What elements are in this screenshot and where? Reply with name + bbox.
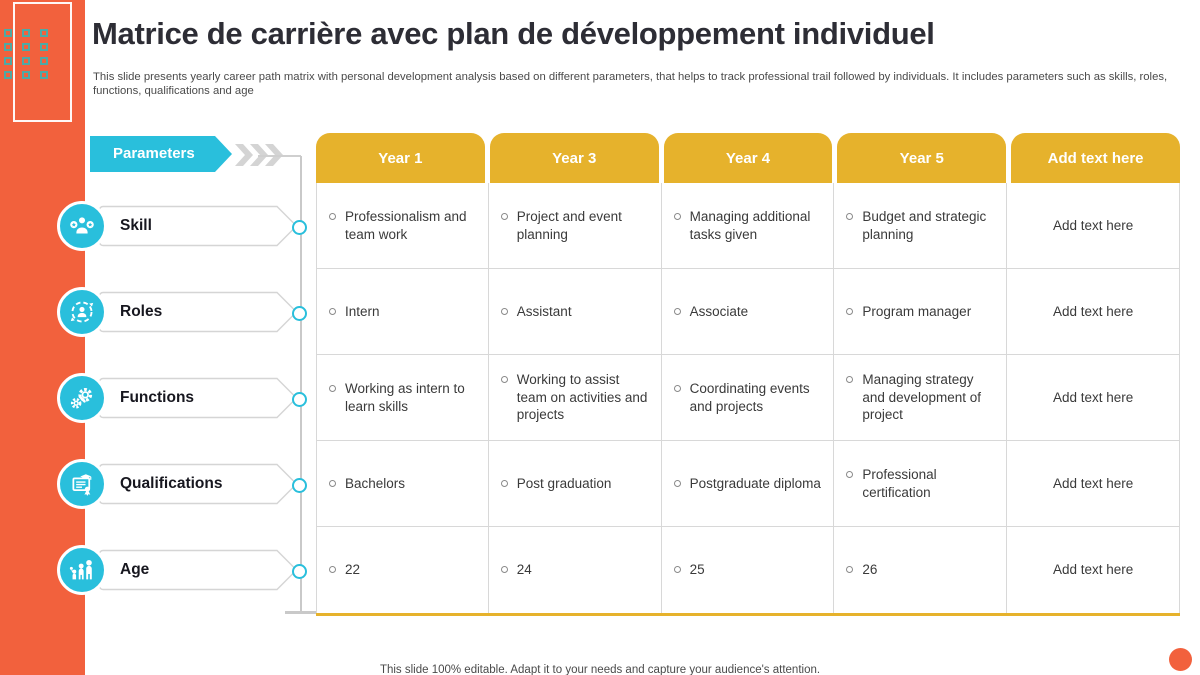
bullet-circle-icon xyxy=(329,566,336,574)
bullet-circle-icon xyxy=(846,566,854,574)
connector-node-icon xyxy=(292,306,307,321)
matrix-cell-qualifications-y1: Bachelors xyxy=(316,441,489,527)
matrix-cell-roles-y5: Program manager xyxy=(834,269,1008,355)
connector-horizontal-line xyxy=(258,155,301,157)
column-header-year5: Year 5 xyxy=(837,133,1007,183)
matrix-cell-functions-y1: Working as intern to learn skills xyxy=(316,355,489,441)
bullet-circle-icon xyxy=(500,479,508,487)
bullet-circle-icon xyxy=(500,376,508,384)
matrix-cell-functions-y5: Managing strategy and development of pro… xyxy=(834,355,1008,441)
matrix-cell-age-y3: 24 xyxy=(489,527,662,613)
functions-icon xyxy=(57,373,107,423)
column-header-year3: Year 3 xyxy=(489,133,659,183)
add-text-placeholder[interactable]: Add text here xyxy=(1007,269,1180,355)
bullet-circle-icon xyxy=(846,212,854,220)
connector-node-icon xyxy=(292,478,307,493)
bullet-circle-icon xyxy=(329,384,336,392)
parameter-item-roles: Roles xyxy=(0,287,312,337)
add-text-placeholder[interactable]: Add text here xyxy=(1007,527,1180,613)
bullet-circle-icon xyxy=(673,384,681,392)
matrix-cell-functions-y4: Coordinating events and projects xyxy=(661,355,835,441)
add-text-placeholder[interactable]: Add text here xyxy=(1007,183,1180,269)
matrix-cell-roles-y3: Assistant xyxy=(488,269,662,355)
matrix-cell-roles-y1: Intern xyxy=(316,269,489,355)
parameter-item-age: Age xyxy=(0,545,312,595)
bullet-circle-icon xyxy=(673,307,681,315)
column-header-placeholder[interactable]: Add text here xyxy=(1011,133,1180,183)
career-matrix-table: Year 1 Year 3 Year 4 Year 5 Add text her… xyxy=(316,133,1180,616)
roles-icon xyxy=(57,287,107,337)
matrix-cell-skill-y5: Budget and strategic planning xyxy=(834,183,1008,269)
bullet-circle-icon xyxy=(846,307,854,315)
matrix-header-row: Year 1 Year 3 Year 4 Year 5 Add text her… xyxy=(316,133,1180,183)
matrix-cell-qualifications-y4: Postgraduate diploma xyxy=(661,441,835,527)
matrix-body: Professionalism and team work Project an… xyxy=(316,183,1180,616)
parameter-label: Skill xyxy=(120,217,152,234)
bullet-circle-icon xyxy=(329,479,336,487)
column-header-year1: Year 1 xyxy=(316,133,485,183)
add-text-placeholder[interactable]: Add text here xyxy=(1007,441,1180,527)
matrix-cell-skill-y3: Project and event planning xyxy=(488,183,662,269)
qualifications-icon xyxy=(57,459,107,509)
matrix-cell-qualifications-y5: Professional certification xyxy=(834,441,1008,527)
decor-outline-rect xyxy=(13,2,72,122)
matrix-cell-age-y4: 25 xyxy=(662,527,835,613)
parameter-label: Age xyxy=(120,561,150,578)
bullet-circle-icon xyxy=(500,307,508,315)
slide-title: Matrice de carrière avec plan de dévelop… xyxy=(92,16,935,51)
column-header-year4: Year 4 xyxy=(663,133,833,183)
bullet-circle-icon xyxy=(500,566,508,574)
connector-node-icon xyxy=(292,392,307,407)
corner-dot-decor xyxy=(1169,648,1192,671)
parameter-item-skill: Skill xyxy=(0,201,312,251)
matrix-cell-age-y1: 22 xyxy=(316,527,489,613)
decor-dot-grid-icon xyxy=(4,29,48,79)
matrix-cell-skill-y1: Professionalism and team work xyxy=(316,183,489,269)
bullet-circle-icon xyxy=(673,566,681,574)
editable-note: This slide 100% editable. Adapt it to yo… xyxy=(379,663,821,675)
parameter-item-qualifications: Qualifications xyxy=(0,459,312,509)
parameter-label: Qualifications xyxy=(120,475,223,492)
bullet-circle-icon xyxy=(329,307,336,315)
parameter-item-functions: Functions xyxy=(0,373,312,423)
connector-ground-bar xyxy=(285,611,316,614)
matrix-cell-qualifications-y3: Post graduation xyxy=(488,441,662,527)
bullet-circle-icon xyxy=(846,470,854,478)
bullet-circle-icon xyxy=(846,376,854,384)
parameters-ribbon: Parameters xyxy=(90,136,232,172)
matrix-cell-age-y5: 26 xyxy=(834,527,1008,613)
age-icon xyxy=(57,545,107,595)
connector-node-icon xyxy=(292,220,307,235)
slide-subtitle: This slide presents yearly career path m… xyxy=(93,71,1168,98)
parameter-label: Functions xyxy=(120,389,195,406)
connector-vertical-line xyxy=(300,156,302,612)
bullet-circle-icon xyxy=(500,212,508,220)
parameters-ribbon-label: Parameters xyxy=(113,145,195,162)
matrix-cell-skill-y4: Managing additional tasks given xyxy=(661,183,835,269)
connector-node-icon xyxy=(292,564,307,579)
bullet-circle-icon xyxy=(673,212,681,220)
bullet-circle-icon xyxy=(329,212,336,220)
add-text-placeholder[interactable]: Add text here xyxy=(1007,355,1180,441)
matrix-cell-roles-y4: Associate xyxy=(661,269,835,355)
skill-icon xyxy=(57,201,107,251)
parameter-label: Roles xyxy=(120,303,163,320)
matrix-cell-functions-y3: Working to assist team on activities and… xyxy=(488,355,662,441)
bullet-circle-icon xyxy=(673,479,681,487)
